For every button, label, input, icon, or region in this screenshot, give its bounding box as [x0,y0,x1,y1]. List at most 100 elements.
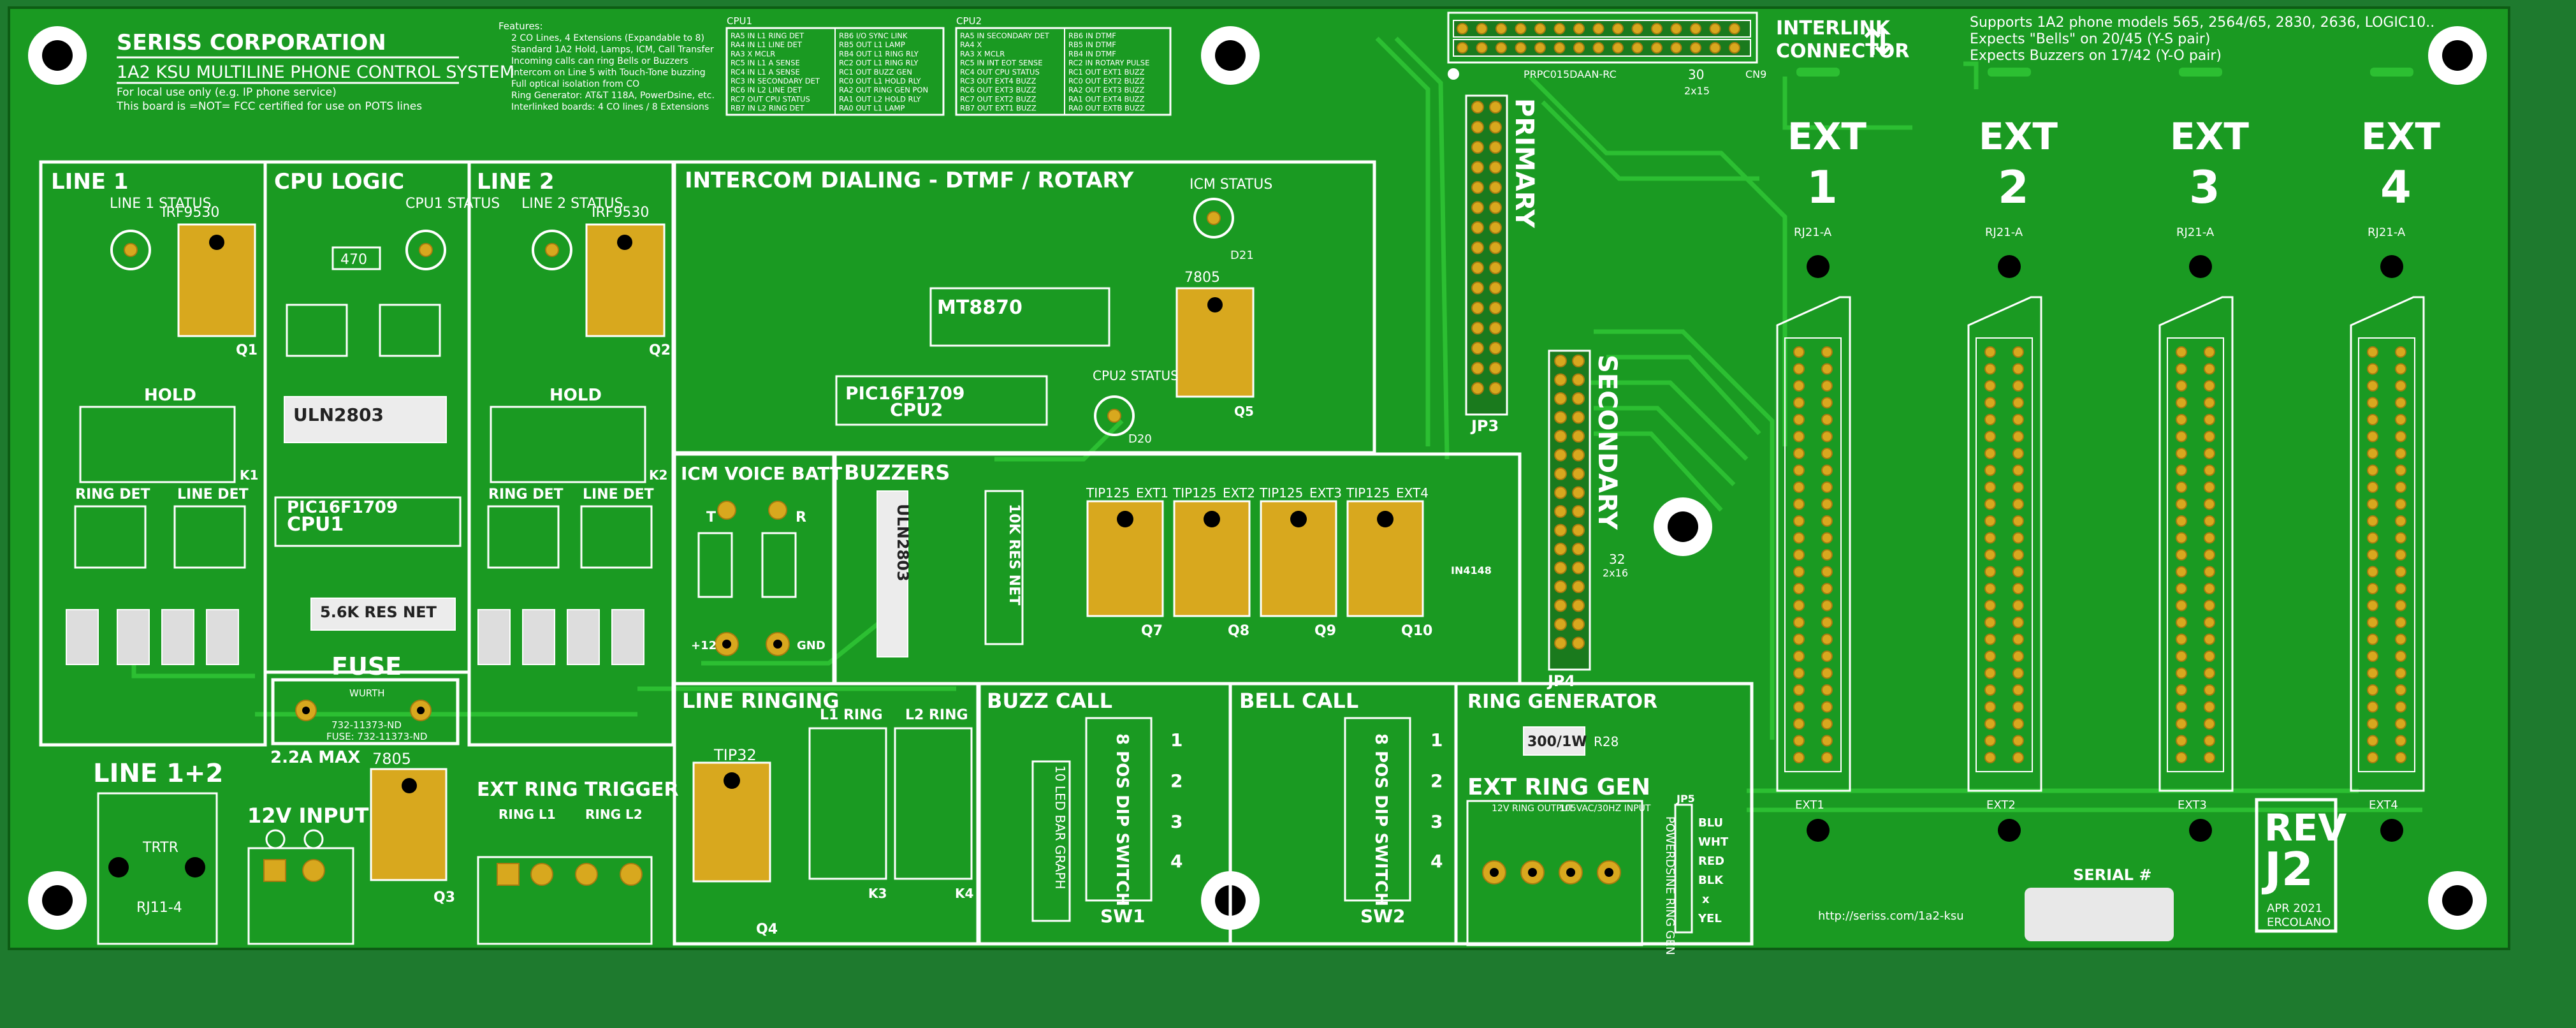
rev-code: J2 [2261,842,2313,896]
ext-pin [1793,515,1805,527]
ext-mount-hole [1807,819,1830,842]
l1-ring-label: L1 RING [820,707,883,723]
irf1-label: IRF9530 [162,205,219,221]
pin-table-cell: RC5 IN INT EOT SENSE [960,59,1042,68]
feature-line: Interlinked boards: 4 CO lines / 8 Exten… [511,102,709,112]
jp5-label: JP5 [1676,793,1695,805]
ext-pin [2176,498,2187,510]
ext-pin [2204,464,2215,476]
ext-pin [2176,414,2187,425]
transistor-hole [1117,511,1133,527]
header-pad [1729,23,1740,34]
ext-pin [2395,346,2406,358]
ext-pin [1793,448,1805,459]
ext-pin [1821,532,1833,544]
header-pad [1554,599,1567,612]
pin-table-cell: RA3 X MCLR [731,49,775,58]
ext-bottom-label: EXT1 [1795,798,1824,812]
header-pad [1554,42,1566,54]
ext-pin [2204,718,2215,730]
header-pad [1592,42,1605,54]
feature-line: 2 CO Lines, 4 Extensions (Expandable to … [511,33,704,43]
k4-label: K4 [955,886,973,901]
header-pad [1554,373,1567,386]
ext-pin [1793,430,1805,443]
primary-title: PRIMARY [1510,98,1539,228]
ext-pin [2395,397,2406,409]
ext-pin [2176,380,2187,392]
header-pad [1457,42,1468,54]
features-title: Features: [498,20,543,32]
ext-pin [2367,599,2378,612]
cpu2-status-label: CPU2 STATUS [1093,368,1179,383]
pin-table-cell: RA4 IN L1 LINE DET [731,40,803,49]
header-pad [1489,241,1502,254]
ext-pin [2012,549,2024,561]
header-pad [1554,505,1567,518]
ext-pin [2012,397,2024,409]
ext-pin [2204,397,2215,409]
res-net2-label: 10K RES NET [1006,504,1022,605]
ext-pin [2012,380,2024,392]
ext-pin [2012,684,2024,696]
pin-table-cell: RA2 OUT EXT3 BUZZ [1068,85,1144,94]
pin-table-cell: RC3 IN SECONDARY DET [731,77,820,85]
jp4-label: JP4 [1546,672,1575,690]
ext-pin [2395,633,2406,645]
wire-color-x: x [1702,893,1710,906]
ext-pin [2176,346,2187,358]
header-pad [1471,302,1484,314]
ext-pin [2367,549,2378,561]
pic2-label: PIC16F1709 [845,383,965,404]
header-pad [1651,23,1663,34]
tip125-label: TIP125 [1346,485,1390,501]
powerdsine-label: POWERDSINE RING GEN [1663,816,1677,955]
ext-pin [2012,414,2024,425]
line12-title: LINE 1+2 [93,759,223,788]
ext-pin [1984,701,1996,713]
revision-block: REV J2 APR 2021 ERCOLANO [2255,798,2347,933]
ext-pin [1821,566,1833,578]
ext-pin [2395,735,2406,747]
ext-pin [2204,599,2215,612]
ext-pin [2367,380,2378,392]
line1-title: LINE 1 [51,169,129,195]
ext-pin [2395,718,2406,730]
feature-line: Intercom on Line 5 with Touch-Tone buzzi… [511,68,706,78]
ext-pin [2367,566,2378,578]
ext-pin [1984,650,1996,662]
ext-mount-hole [2189,255,2212,278]
cpu2-pin-table: CPU2 [955,15,1172,116]
ext-pin [2367,448,2378,459]
ext-ring-gen-title: EXT RING GEN [1467,774,1650,800]
ext-pin [2395,617,2406,628]
fuse-max: 2.2A MAX [270,748,360,767]
ext-pin [2204,633,2215,645]
ext-pin [2367,718,2378,730]
secondary-title: SECONDARY [1592,355,1622,531]
pin-table-cell: RB4 OUT L1 RING RLY [839,49,919,58]
feature-line: Standard 1A2 Hold, Lamps, ICM, Call Tran… [511,45,714,55]
ext-pin [2176,633,2187,645]
ext-pin [2176,430,2187,443]
transistor-q-label: Q9 [1314,623,1336,639]
ext-pin [2367,617,2378,628]
ext-pin [2395,515,2406,527]
ring-generator-section: RING GENERATOR 300/1W R28 EXT RING GEN 1… [1454,682,1754,955]
fuse-part-2: FUSE: 732-11373-ND [326,731,427,742]
header-pad [1572,505,1585,518]
ext-number: 3 [2189,161,2220,214]
header-pad [1471,161,1484,174]
ext-connector-outline [2350,296,2425,792]
header-pad [1495,42,1507,54]
ext-pin [2395,752,2406,763]
pin-table-cell: RA5 IN SECONDARY DET [960,31,1050,40]
header-pad [1709,23,1721,34]
bell-call-title: BELL CALL [1239,689,1358,713]
ext-pin [1793,346,1805,358]
pin-table-cell: RC7 OUT CPU STATUS [731,94,810,103]
ext-pin [2204,346,2215,358]
transistor-q-label: Q10 [1401,623,1432,639]
ext-pin [1984,617,1996,628]
vac-input-label: 105VAC/30HZ INPUT [1559,804,1651,814]
